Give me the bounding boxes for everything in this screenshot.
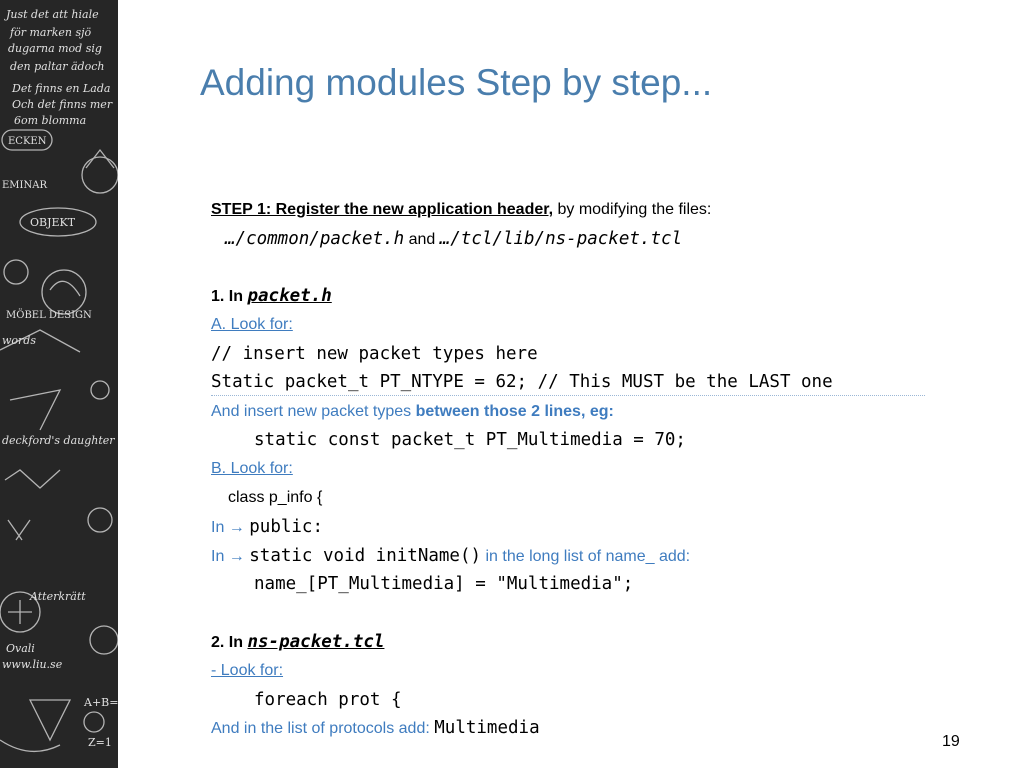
section2-file: ns-packet.tcl <box>247 631 385 652</box>
arrow-icon-2: → <box>228 547 245 565</box>
code-insert-comment: // insert new packet types here <box>211 343 538 364</box>
slide-body: STEP 1: Register the new application hea… <box>211 196 991 743</box>
spacer <box>211 254 991 283</box>
section2-label: 2. In <box>211 633 244 651</box>
section1-heading: 1. In packet.h <box>211 282 991 311</box>
look-for-c: - Look for: <box>211 661 284 679</box>
section1-label: 1. In <box>211 288 244 306</box>
look-for-b: B. Look for: <box>211 460 293 478</box>
init-text: in the long list of name_ add: <box>485 547 691 565</box>
add-protocol-line: And in the list of protocols add: Multim… <box>211 714 991 743</box>
and-text: and <box>408 230 436 248</box>
chalk-doodles: Just det att hiale för marken sjö dugarn… <box>0 8 118 753</box>
chalkboard-sidebar: Just det att hiale för marken sjö dugarn… <box>0 0 118 768</box>
slide-title: Adding modules Step by step... <box>200 62 713 103</box>
svg-text:words: words <box>2 334 36 347</box>
code-multimedia-const: static const packet_t PT_Multimedia = 70… <box>254 430 686 451</box>
step1-heading: STEP 1: Register the new application hea… <box>211 201 554 218</box>
in-public-line: In → public: <box>211 513 991 542</box>
svg-text:dugarna mod sig: dugarna mod sig <box>8 42 102 55</box>
add-text: And in the list of protocols add: <box>211 720 430 738</box>
svg-text:EMINAR: EMINAR <box>2 180 47 191</box>
step1-line: STEP 1: Register the new application hea… <box>211 196 991 225</box>
svg-text:deckford's daughter: deckford's daughter <box>2 434 115 447</box>
look-for-a: A. Look for: <box>211 316 293 334</box>
insert-instruction: And insert new packet types between thos… <box>211 398 991 427</box>
svg-text:6om blomma: 6om blomma <box>14 114 86 127</box>
code-multimedia: Multimedia <box>434 718 540 739</box>
code-name-assign: name_[PT_Multimedia] = "Multimedia"; <box>254 574 634 595</box>
svg-text:OBJEKT: OBJEKT <box>30 216 76 229</box>
arrow-icon: → <box>228 518 245 536</box>
code-ntype: Static packet_t PT_NTYPE = 62; // This M… <box>211 369 925 396</box>
insert-text: And insert new packet types <box>211 402 412 420</box>
svg-text:Ovali: Ovali <box>6 642 35 655</box>
svg-text:MÖBEL DESIGN: MÖBEL DESIGN <box>6 309 92 321</box>
svg-text:ECKEN: ECKEN <box>8 136 47 147</box>
svg-text:för marken sjö: för marken sjö <box>9 26 92 39</box>
file-packet-h: …/common/packet.h <box>225 228 405 249</box>
svg-text:www.liu.se: www.liu.se <box>2 658 63 671</box>
spacer-2 <box>211 599 991 628</box>
section2-heading: 2. In ns-packet.tcl <box>211 628 991 657</box>
svg-text:Atterkrätt: Atterkrätt <box>29 590 86 603</box>
svg-text:den paltar ädoch: den paltar ädoch <box>10 60 104 73</box>
svg-text:Det finns en Lada: Det finns en Lada <box>11 82 110 95</box>
svg-text:Och det finns mer: Och det finns mer <box>12 98 113 111</box>
file-ns-packet: …/tcl/lib/ns-packet.tcl <box>439 228 683 249</box>
files-line: …/common/packet.h and …/tcl/lib/ns-packe… <box>211 225 991 254</box>
section1-file: packet.h <box>247 286 332 307</box>
code-line-ntype: Static packet_t PT_NTYPE = 62; // This M… <box>211 369 991 398</box>
in-init-line: In → static void initName() in the long … <box>211 542 991 571</box>
code-init-name: static void initName() <box>249 545 482 566</box>
class-p-info: class p_info { <box>228 488 323 506</box>
insert-bold: between those 2 lines, eg: <box>415 402 614 420</box>
code-public: public: <box>249 516 324 537</box>
svg-text:A+B=2: A+B=2 <box>83 696 118 709</box>
svg-text:Z=1: Z=1 <box>88 736 112 749</box>
page-number: 19 <box>942 733 960 750</box>
in-label: In <box>211 518 225 536</box>
svg-text:Just det att hiale: Just det att hiale <box>4 8 99 21</box>
code-foreach: foreach prot { <box>254 689 402 710</box>
in-label-2: In <box>211 547 225 565</box>
step1-rest: by modifying the files: <box>557 201 712 218</box>
